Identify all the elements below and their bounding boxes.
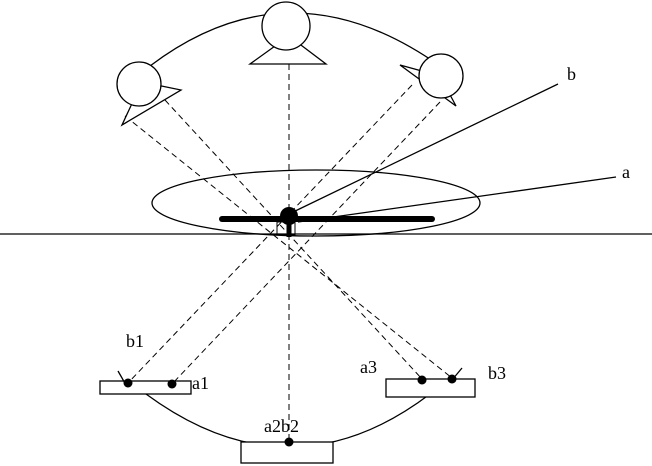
ray-left-source-2 [164, 99, 423, 380]
detector-right-plate [385, 378, 476, 398]
pointer-line-a [297, 176, 617, 223]
label-a3: a3 [360, 357, 377, 377]
label-b1: b1 [126, 331, 144, 351]
point-a2b2 [284, 437, 294, 447]
label-a1: a1 [192, 373, 209, 393]
source-center-bulb [261, 1, 311, 51]
detector-left-plate [99, 380, 192, 395]
point-a1 [167, 379, 177, 389]
point-b3 [447, 374, 457, 384]
source-left-bulb [116, 61, 162, 107]
label-b: b [567, 64, 576, 84]
detector-left [99, 370, 192, 395]
source-center [247, 1, 328, 65]
pointer-line-b [288, 83, 559, 215]
point-b-dot [280, 207, 298, 225]
source-right [399, 53, 464, 107]
object-ellipse [151, 169, 481, 237]
ray-right-source-1 [127, 84, 413, 384]
point-b1 [123, 378, 133, 388]
label-a: a [622, 162, 630, 182]
label-a2b2: a2b2 [264, 416, 299, 436]
label-b3: b3 [488, 363, 506, 383]
point-a3 [417, 375, 427, 385]
detector-right [385, 367, 476, 398]
source-left [116, 61, 183, 127]
source-right-bulb [418, 53, 464, 99]
projection-rays [124, 64, 453, 442]
ray-right-source-2 [171, 101, 441, 385]
detector-bottom [240, 437, 334, 464]
